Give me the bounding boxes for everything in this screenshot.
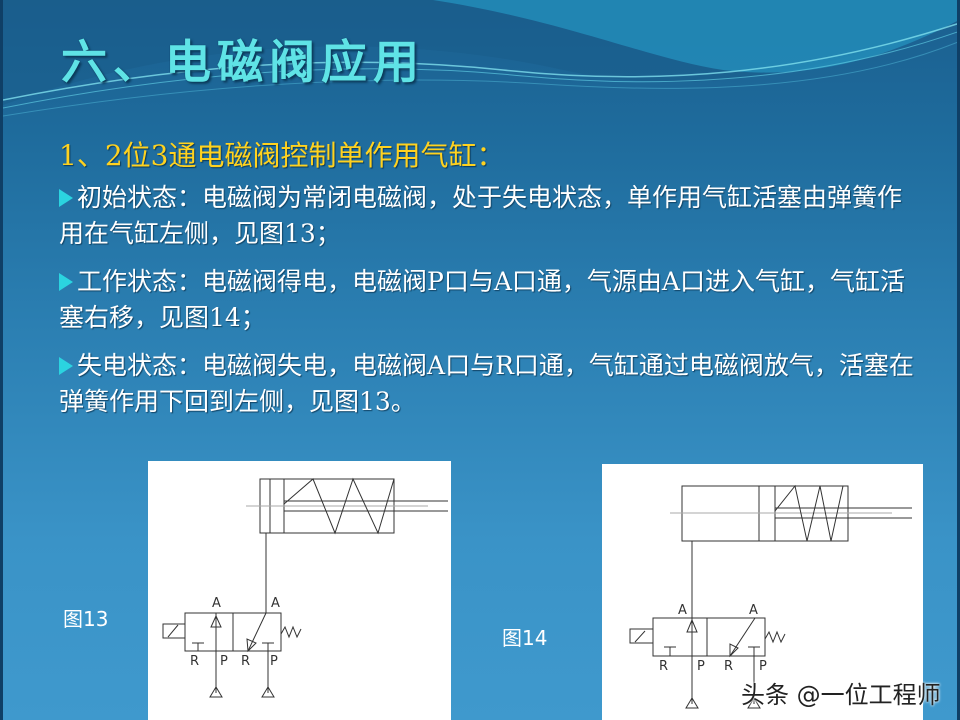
port-r-label: R bbox=[659, 659, 668, 674]
bullet-list: 初始状态：电磁阀为常闭电磁阀，处于失电状态，单作用气缸活塞由弹簧作用在气缸左侧，… bbox=[59, 180, 919, 432]
bullet-text: 电磁阀得电，电磁阀P口与A口通，气源由A口进入气缸，气缸活塞右移，见图14； bbox=[59, 267, 905, 332]
port-a-label: A bbox=[749, 603, 758, 618]
port-p-label: P bbox=[697, 659, 705, 674]
port-a-label: A bbox=[678, 603, 687, 618]
pneumatic-circuit-diagram: A A R P R P bbox=[162, 477, 448, 698]
figure-13-diagram: A A R P R P bbox=[148, 461, 451, 720]
port-p-label: P bbox=[220, 654, 228, 669]
bullet-label: 失电状态： bbox=[77, 351, 203, 380]
port-a-label: A bbox=[271, 596, 280, 611]
figure-14-diagram: A A R P R P bbox=[602, 464, 923, 720]
bullet-initial-state: 初始状态：电磁阀为常闭电磁阀，处于失电状态，单作用气缸活塞由弹簧作用在气缸左侧，… bbox=[59, 180, 919, 252]
port-p-label: P bbox=[270, 654, 278, 669]
port-r-label: R bbox=[241, 654, 250, 669]
bullet-label: 初始状态： bbox=[77, 183, 203, 212]
bullet-arrow-icon bbox=[59, 272, 73, 291]
port-p-label: P bbox=[759, 659, 767, 674]
bullet-text: 电磁阀为常闭电磁阀，处于失电状态，单作用气缸活塞由弹簧作用在气缸左侧，见图13； bbox=[59, 183, 903, 248]
watermark: 头条 @一位工程师 bbox=[741, 681, 941, 709]
port-r-label: R bbox=[724, 659, 733, 674]
page-title: 六、电磁阀应用 bbox=[61, 35, 425, 89]
bullet-text: 电磁阀失电，电磁阀A口与R口通，气缸通过电磁阀放气，活塞在弹簧作用下回到左侧，见… bbox=[59, 351, 914, 416]
section-subtitle: 1、2位3通电磁阀控制单作用气缸： bbox=[59, 139, 505, 172]
pneumatic-circuit-diagram: A A R P R P bbox=[629, 484, 912, 709]
bullet-deenergized-state: 失电状态：电磁阀失电，电磁阀A口与R口通，气缸通过电磁阀放气，活塞在弹簧作用下回… bbox=[59, 348, 919, 420]
bullet-arrow-icon bbox=[59, 356, 73, 375]
port-r-label: R bbox=[190, 654, 199, 669]
figure-13-label: 图13 bbox=[63, 607, 109, 631]
decorative-waves bbox=[3, 0, 957, 117]
port-a-label: A bbox=[212, 596, 221, 611]
bullet-working-state: 工作状态：电磁阀得电，电磁阀P口与A口通，气源由A口进入气缸，气缸活塞右移，见图… bbox=[59, 264, 919, 336]
figure-14-label: 图14 bbox=[502, 626, 548, 650]
bullet-label: 工作状态： bbox=[77, 267, 203, 296]
bullet-arrow-icon bbox=[59, 188, 73, 207]
